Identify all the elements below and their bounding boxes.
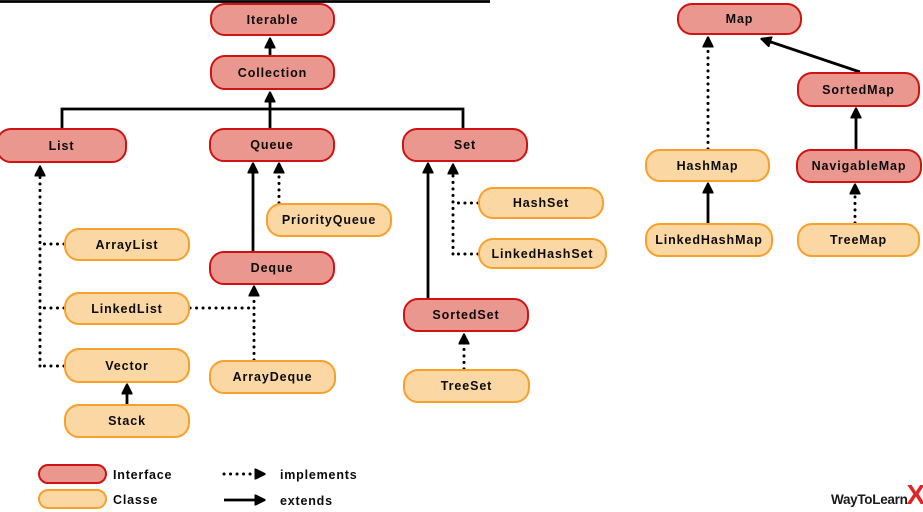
node-deque: Deque bbox=[209, 251, 335, 285]
node-arraylist: ArrayList bbox=[64, 228, 190, 261]
legend-implements-label: implements bbox=[280, 468, 358, 482]
legend-extends-label: extends bbox=[280, 494, 333, 508]
legend-classe-label: Classe bbox=[113, 493, 159, 507]
node-sortedset: SortedSet bbox=[403, 298, 529, 332]
node-arraydeque: ArrayDeque bbox=[209, 360, 336, 394]
node-map: Map bbox=[677, 3, 802, 35]
node-linkedhashset: LinkedHashSet bbox=[478, 238, 607, 269]
node-set: Set bbox=[402, 128, 528, 162]
legend-interface-swatch bbox=[38, 464, 107, 484]
node-treeset: TreeSet bbox=[403, 369, 530, 403]
legend-classe-swatch bbox=[38, 489, 107, 509]
node-stack: Stack bbox=[64, 404, 190, 438]
node-hashset: HashSet bbox=[478, 187, 604, 219]
watermark-text: WayToLearn bbox=[831, 491, 908, 507]
node-list: List bbox=[0, 128, 127, 163]
node-collection: Collection bbox=[210, 55, 335, 90]
node-hashmap: HashMap bbox=[645, 149, 770, 182]
node-queue: Queue bbox=[209, 128, 335, 162]
edge-tree-connector bbox=[60, 107, 465, 128]
node-vector: Vector bbox=[64, 348, 190, 383]
node-sortedmap: SortedMap bbox=[797, 72, 920, 107]
edge-sortedmap-map bbox=[762, 39, 861, 74]
node-navigablemap: NavigableMap bbox=[796, 149, 922, 183]
node-priorityqueue: PriorityQueue bbox=[266, 203, 392, 237]
node-iterable: Iterable bbox=[210, 3, 335, 36]
node-linkedlist: LinkedList bbox=[64, 292, 190, 325]
legend-interface-label: Interface bbox=[113, 468, 173, 482]
node-treemap: TreeMap bbox=[797, 223, 920, 257]
node-linkedhashmap: LinkedHashMap bbox=[645, 223, 773, 257]
watermark-x: X bbox=[906, 479, 923, 510]
